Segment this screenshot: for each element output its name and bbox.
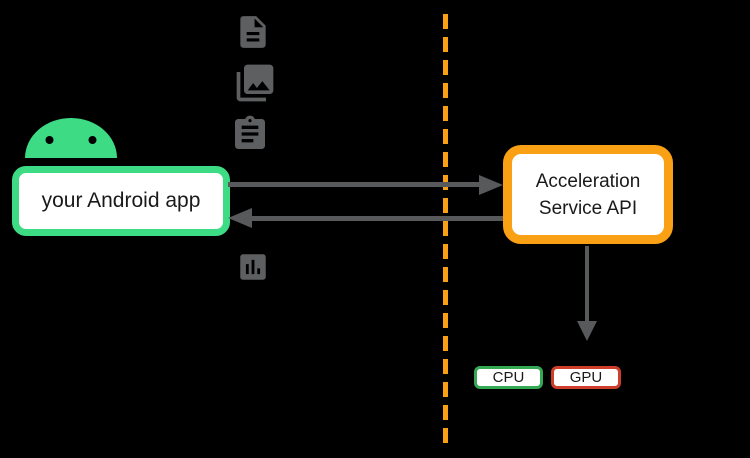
clipboard-icon [230, 114, 270, 154]
cpu-box: CPU [474, 366, 543, 389]
cpu-label: CPU [492, 369, 525, 386]
android-app-box: your Android app [12, 166, 230, 236]
arrow-api-to-app-shaft [250, 216, 503, 221]
arrowhead-down-icon [577, 321, 597, 341]
android-app-label: your Android app [41, 189, 201, 212]
acceleration-service-api-box: Acceleration Service API [503, 145, 673, 244]
arrow-app-to-api-shaft [228, 182, 481, 187]
gpu-box: GPU [551, 366, 621, 389]
process-boundary-dashed-line [443, 14, 448, 447]
gpu-label: GPU [569, 369, 603, 386]
bar-chart-icon [236, 250, 270, 284]
document-icon [234, 13, 272, 51]
arrowhead-left-icon [228, 208, 252, 228]
android-robot-icon [24, 105, 118, 159]
arrowhead-right-icon [479, 175, 503, 195]
arrow-api-to-hardware-shaft [585, 246, 589, 322]
photo-library-icon [233, 61, 277, 105]
api-label-line2: Service API [538, 197, 638, 219]
api-label-line1: Acceleration [535, 170, 641, 192]
